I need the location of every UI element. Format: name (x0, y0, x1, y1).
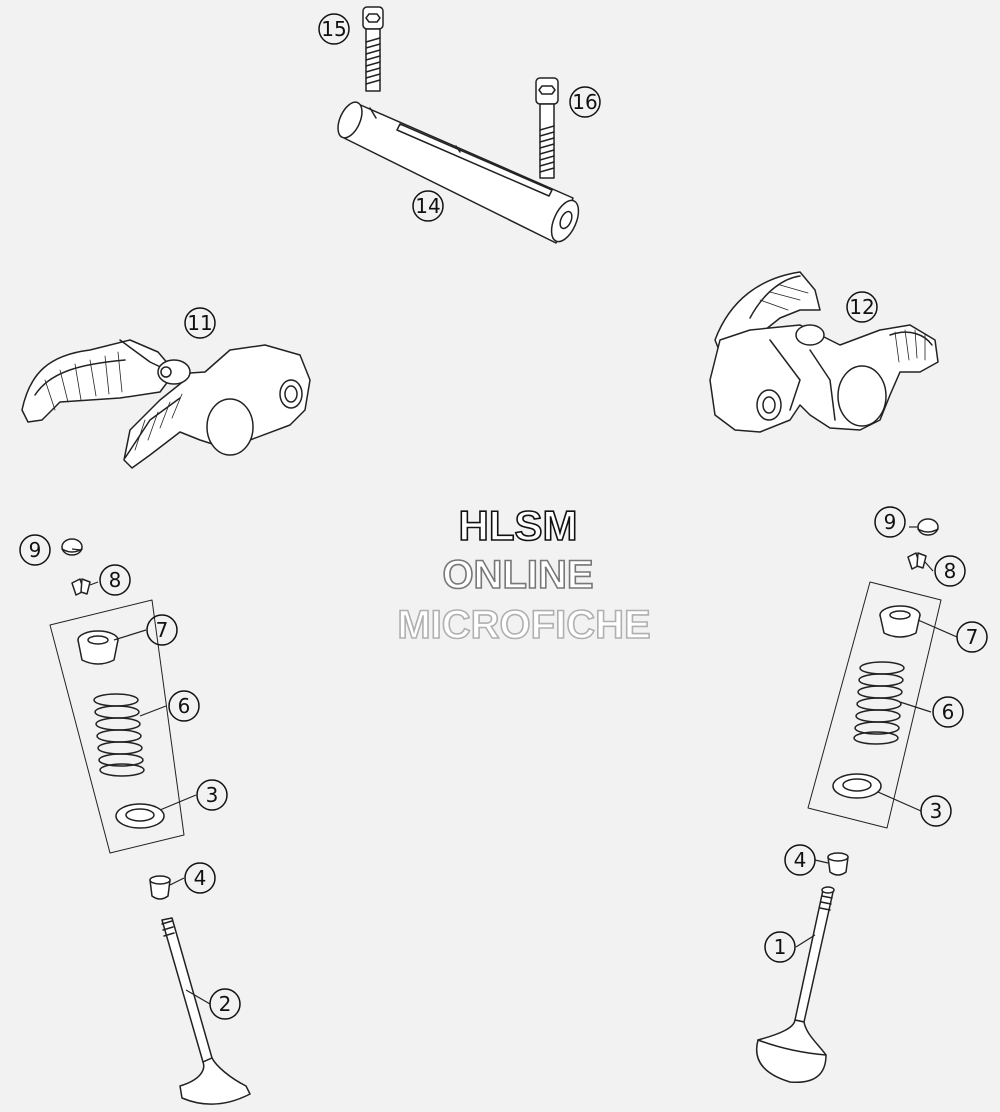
leader-lines (71, 526, 958, 1005)
callout-3-right: 3 (920, 795, 952, 827)
spring-seat-part-3-left (115, 803, 165, 829)
callout-4-left: 4 (184, 862, 216, 894)
callout-1: 1 (764, 931, 796, 963)
callout-label: 4 (194, 866, 207, 890)
watermark-line-3: MICROFICHE (397, 603, 650, 647)
callout-label: 7 (966, 625, 979, 649)
spring-seat-part-3-right (832, 773, 882, 799)
callout-label: 3 (206, 783, 219, 807)
callout-7-left: 7 (146, 614, 178, 646)
callout-7-right: 7 (956, 621, 988, 653)
callout-9-left: 9 (19, 534, 51, 566)
callout-6-right: 6 (932, 696, 964, 728)
valve-spring-part-6-left (93, 693, 145, 777)
callout-15: 15 (318, 13, 350, 45)
valve-part-2 (161, 917, 251, 1105)
callout-label: 12 (849, 295, 874, 319)
valve-keeper-part-8-right (907, 552, 927, 570)
spring-group-frame-left (49, 599, 185, 854)
callout-8-left: 8 (99, 564, 131, 596)
bolt-part-15 (362, 6, 384, 92)
callout-label: 8 (944, 559, 957, 583)
callout-11: 11 (184, 307, 216, 339)
valve-keeper-part-8-left (71, 578, 91, 596)
rocker-arm-part-11 (21, 339, 311, 469)
callouts: 15 16 14 11 12 9 8 7 (19, 13, 988, 1020)
watermark-line-2: ONLINE (442, 553, 593, 597)
callout-label: 15 (321, 17, 346, 41)
callout-label: 16 (572, 90, 597, 114)
callout-label: 11 (187, 311, 212, 335)
callout-14: 14 (412, 190, 444, 222)
callout-label: 3 (930, 799, 943, 823)
callout-label: 8 (109, 568, 122, 592)
valve-spring-part-6-right (853, 661, 905, 745)
callout-6-left: 6 (168, 690, 200, 722)
valve-seal-part-4-right (827, 852, 849, 876)
callout-label: 1 (774, 935, 787, 959)
callout-12: 12 (846, 291, 878, 323)
callout-label: 6 (178, 694, 191, 718)
valve-part-1 (756, 886, 835, 1083)
spring-retainer-part-7-left (77, 630, 119, 665)
callout-label: 4 (794, 848, 807, 872)
callout-2: 2 (209, 988, 241, 1020)
valve-cap-part-9-right (917, 518, 939, 536)
valve-seal-part-4-left (149, 875, 171, 900)
watermark-line-1: HLSM (459, 502, 578, 549)
spring-retainer-part-7-right (879, 605, 921, 638)
callout-16: 16 (569, 86, 601, 118)
callout-4-right: 4 (784, 844, 816, 876)
rocker-shaft-part-14 (337, 101, 580, 244)
callout-label: 9 (884, 510, 897, 534)
callout-8-right: 8 (934, 555, 966, 587)
watermark: HLSM ONLINE MICROFICHE (397, 501, 652, 648)
callout-label: 14 (415, 194, 440, 218)
callout-label: 7 (156, 618, 169, 642)
callout-3-left: 3 (196, 779, 228, 811)
callout-9-right: 9 (874, 506, 906, 538)
valve-cap-part-9-left (61, 538, 83, 556)
spring-group-frame-right (807, 581, 942, 829)
rocker-arm-part-12 (709, 271, 939, 433)
callout-label: 9 (29, 538, 42, 562)
callout-label: 2 (219, 992, 232, 1016)
callout-label: 6 (942, 700, 955, 724)
bolt-part-16 (535, 77, 559, 179)
